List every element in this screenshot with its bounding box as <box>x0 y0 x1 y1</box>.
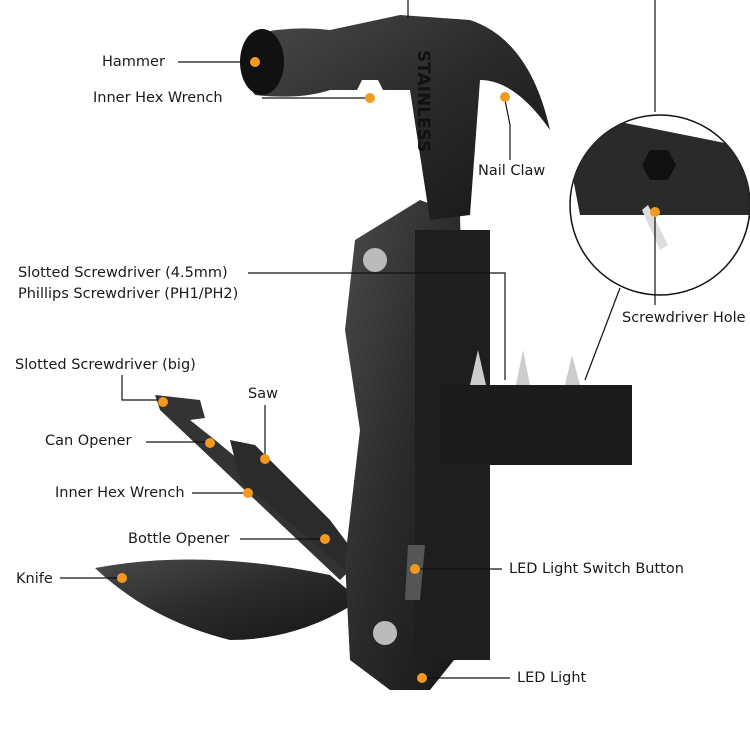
bit-holder <box>440 385 632 465</box>
dot-nail-claw <box>500 92 510 102</box>
dot-led-switch <box>410 564 420 574</box>
dot-slotted-big <box>158 397 168 407</box>
label-led-switch: LED Light Switch Button <box>509 561 684 577</box>
label-inner-hex-bottom: Inner Hex Wrench <box>55 485 185 501</box>
label-screwdriver-hole: Screwdriver Hole <box>622 310 746 326</box>
dot-hammer <box>250 57 260 67</box>
label-saw: Saw <box>248 386 278 402</box>
dot-bottle-opener <box>320 534 330 544</box>
label-inner-hex-top: Inner Hex Wrench <box>93 90 223 106</box>
saw-tool <box>230 440 360 570</box>
pivot-screw-bottom <box>373 621 397 645</box>
pivot-screw-top <box>363 248 387 272</box>
leader-lines <box>60 0 656 679</box>
callout-dots <box>117 57 660 683</box>
label-bottle-opener: Bottle Opener <box>128 531 230 547</box>
dot-led-light <box>417 673 427 683</box>
label-slotted-small: Slotted Screwdriver (4.5mm) <box>18 265 228 281</box>
dot-hex-top <box>365 93 375 103</box>
label-knife: Knife <box>16 571 53 587</box>
dot-can-opener <box>205 438 215 448</box>
dot-saw <box>260 454 270 464</box>
dot-screwdriver-hole <box>650 207 660 217</box>
label-can-opener: Can Opener <box>45 433 132 449</box>
label-phillips: Phillips Screwdriver (PH1/PH2) <box>18 286 239 302</box>
hammer-face <box>240 29 284 95</box>
knife-blade <box>95 559 360 640</box>
dot-hex-bottom <box>243 488 253 498</box>
label-hammer: Hammer <box>102 54 165 70</box>
label-led-light: LED Light <box>517 670 587 686</box>
label-slotted-big: Slotted Screwdriver (big) <box>15 357 196 373</box>
label-nail-claw: Nail Claw <box>478 163 546 179</box>
dot-knife <box>117 573 127 583</box>
hammer-head <box>243 15 551 220</box>
stainless-engraving: STAINLESS <box>413 50 433 152</box>
